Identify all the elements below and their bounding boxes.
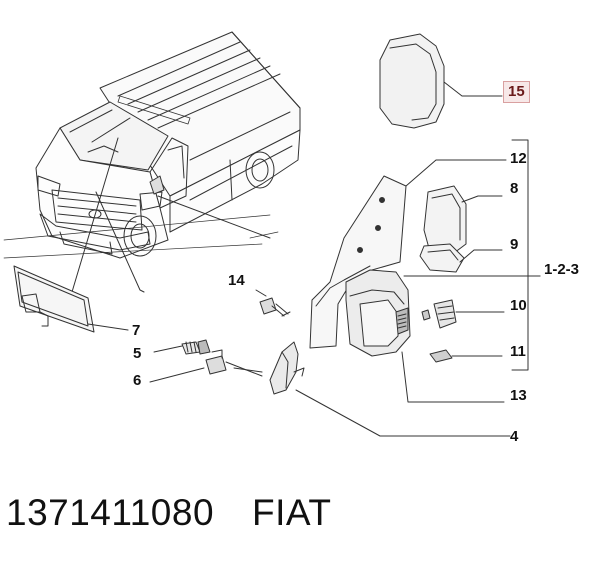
screw-part-5 (153, 339, 211, 355)
label-part-11[interactable]: 11 (510, 343, 526, 360)
group-bracket (511, 139, 529, 371)
lamp-part-11 (429, 349, 503, 363)
van-illustration (35, 31, 301, 293)
mirror-assembly-part-1-2-3 (309, 159, 541, 403)
brand-name: FIAT (252, 492, 332, 533)
mirror-glass-part-8 (423, 185, 503, 257)
label-part-5[interactable]: 5 (133, 345, 142, 362)
bolt-part-14 (255, 289, 291, 317)
parts-diagram (3, 31, 541, 437)
part-number-caption: 1371411080 FIAT (6, 492, 331, 536)
interior-mirror-part-7 (13, 265, 129, 333)
label-part-9[interactable]: 9 (510, 236, 519, 253)
indicator-lens-part-10 (421, 299, 505, 329)
part-number: 1371411080 (6, 492, 215, 533)
mirror-cover-part-4 (269, 341, 511, 437)
label-part-15[interactable]: 15 (503, 81, 530, 103)
label-part-4[interactable]: 4 (510, 428, 519, 445)
label-part-6[interactable]: 6 (133, 372, 142, 389)
label-part-8[interactable]: 8 (510, 180, 519, 197)
label-part-12[interactable]: 12 (510, 150, 527, 167)
wide-mirror-glass-part-9 (419, 243, 503, 273)
label-part-7[interactable]: 7 (132, 322, 141, 339)
label-part-10[interactable]: 10 (510, 297, 527, 314)
label-part-13[interactable]: 13 (510, 387, 527, 404)
label-part-1-2-3[interactable]: 1-2-3 (544, 261, 580, 278)
mirror-housing-cover-part-15 (379, 33, 503, 129)
label-part-14[interactable]: 14 (228, 272, 245, 289)
clip-part-6 (149, 349, 263, 383)
